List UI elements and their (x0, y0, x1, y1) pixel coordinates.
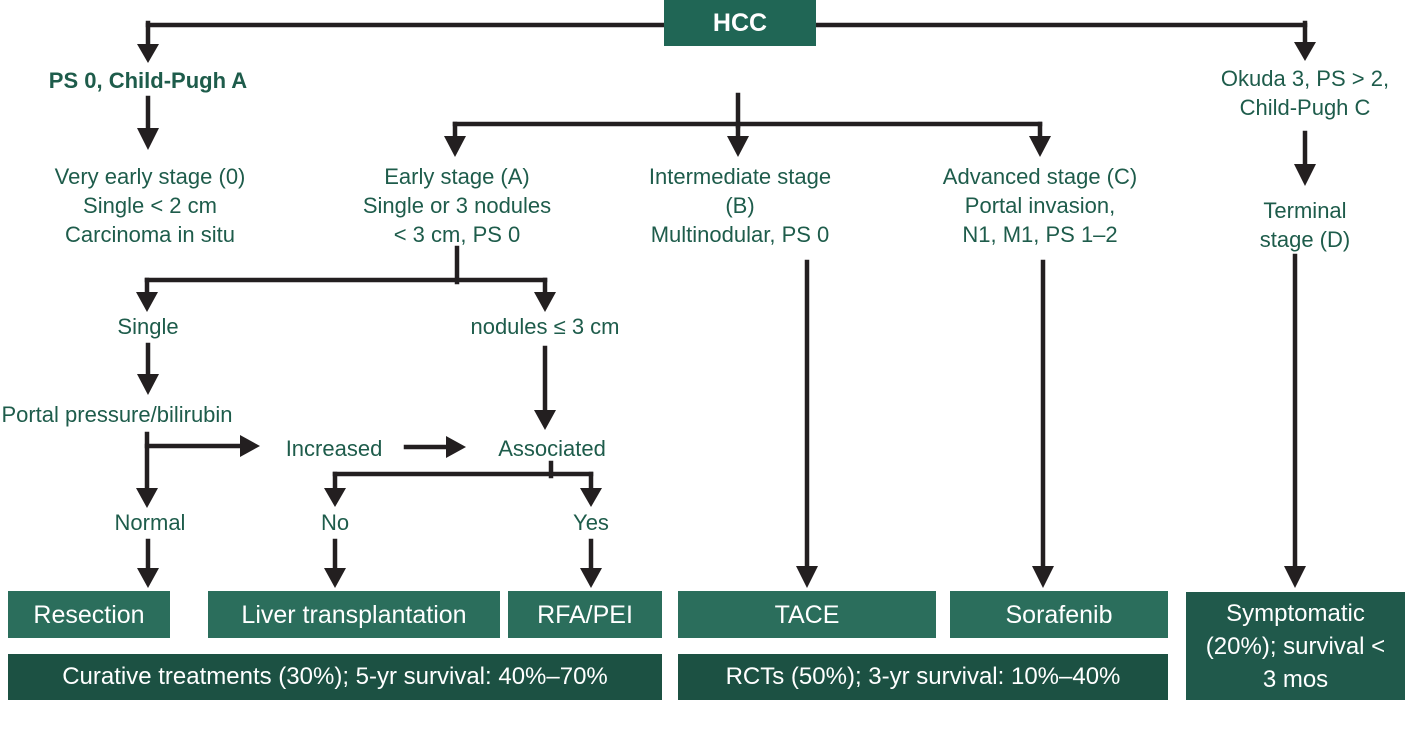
terminal-stage-label: Terminal stage (D) (1259, 198, 1351, 252)
very-early-stage-label: Very early stage (0) Single < 2 cm Carci… (54, 164, 246, 247)
normal-label: Normal (114, 510, 186, 535)
associated-label: Associated (498, 436, 606, 461)
liver-transplantation-box: Liver transplantation (208, 591, 500, 638)
hcc-root-box: HCC (664, 0, 816, 46)
nodules-label: nodules ≤ 3 cm (470, 314, 620, 339)
intermediate-stage-label: Intermediate stage (B) Multinodular, PS … (648, 164, 832, 247)
early-stage-label: Early stage (A) Single or 3 nodules < 3 … (362, 164, 552, 247)
sorafenib-box: Sorafenib (950, 591, 1168, 638)
rcts-outcome-bar: RCTs (50%); 3-yr survival: 10%–40% (678, 654, 1168, 700)
yes-label: Yes (573, 510, 609, 535)
tace-box: TACE (678, 591, 936, 638)
increased-label: Increased (285, 436, 383, 461)
advanced-stage-label: Advanced stage (C) Portal invasion, N1, … (942, 164, 1138, 247)
single-label: Single (117, 314, 179, 339)
curative-outcome-bar: Curative treatments (30%); 5-yr survival… (8, 654, 662, 700)
portal-pressure-label: Portal pressure/bilirubin (1, 402, 233, 427)
okuda-childpugh-c-label: Okuda 3, PS > 2, Child-Pugh C (1220, 66, 1390, 120)
ps0-childpugh-a-label: PS 0, Child-Pugh A (48, 68, 248, 93)
symptomatic-box: Symptomatic (20%); survival < 3 mos (1186, 592, 1405, 700)
resection-box: Resection (8, 591, 170, 638)
rfa-pei-box: RFA/PEI (508, 591, 662, 638)
no-label: No (320, 510, 350, 535)
